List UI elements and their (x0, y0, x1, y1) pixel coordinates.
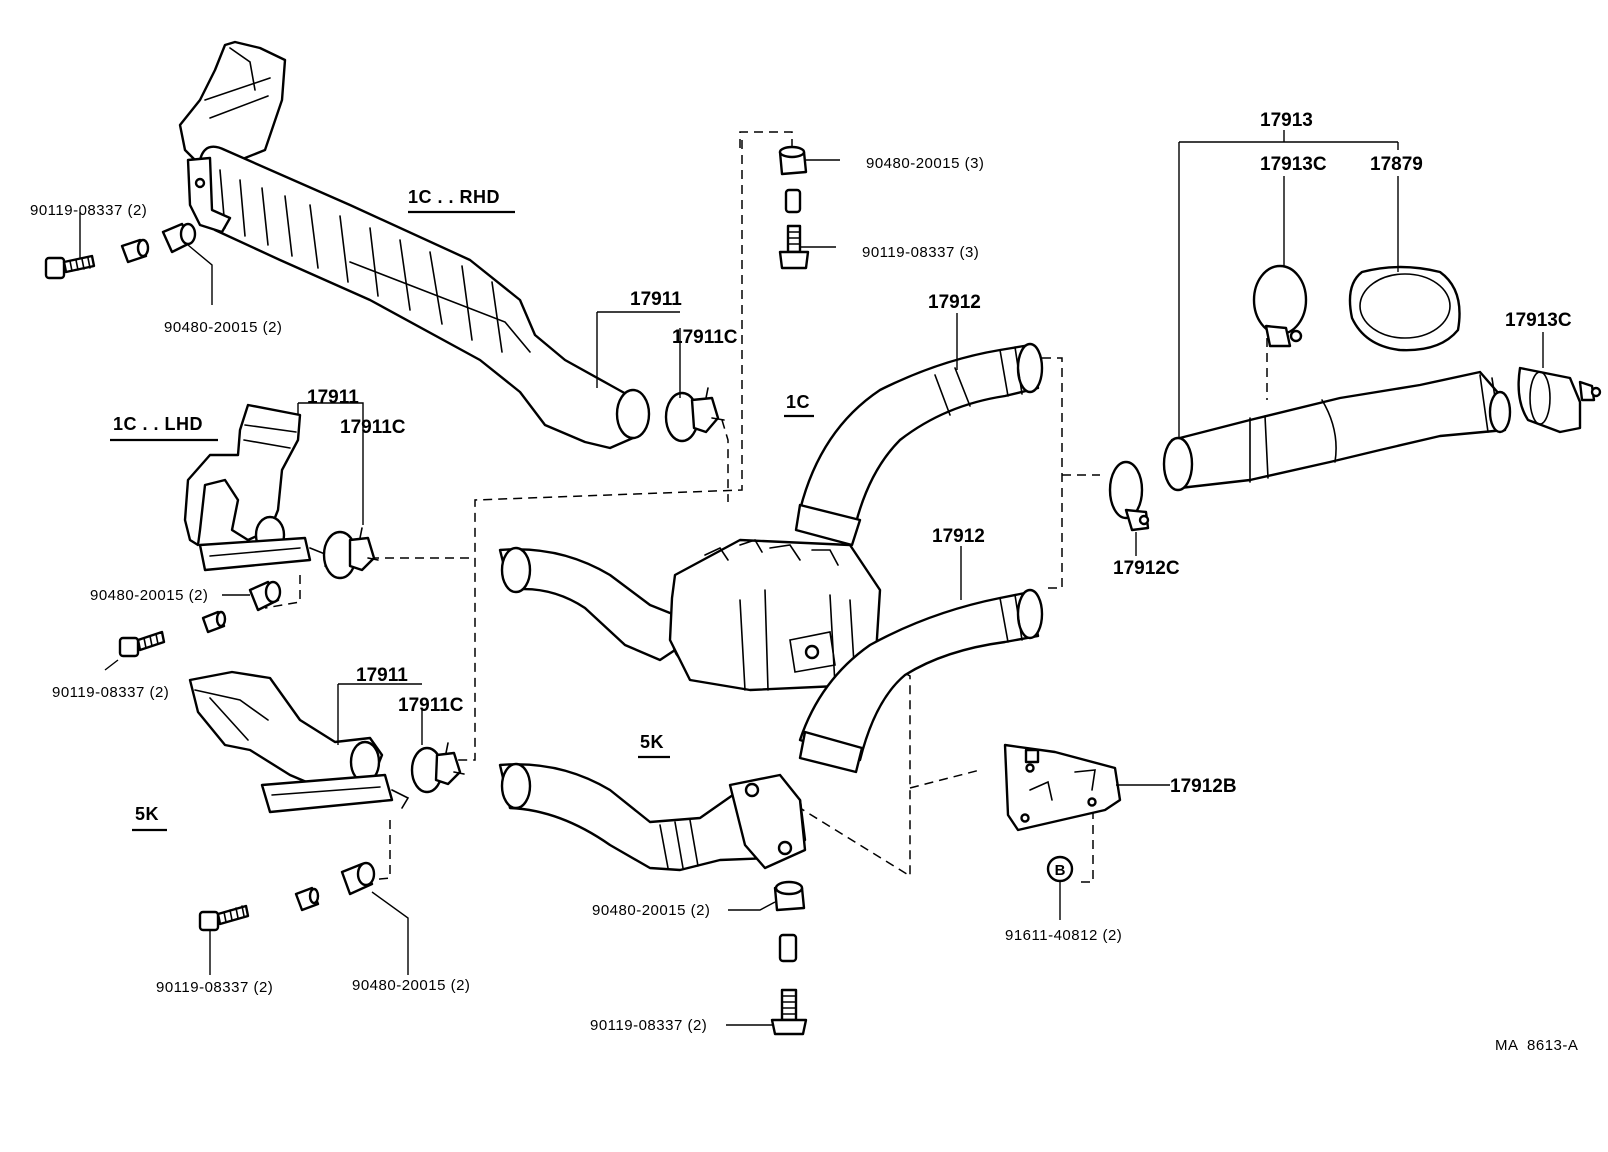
collar-icon (294, 886, 320, 912)
part-label-90119-top-left: 90119-08337 (2) (30, 202, 147, 219)
17913c-right-clamp (1517, 366, 1602, 434)
rhd-air-duct (178, 40, 651, 450)
part-label-90480-5k: 90480-20015 (2) (352, 977, 470, 994)
bolt-icon (198, 904, 250, 932)
part-label-90480-top-center: 90480-20015 (3) (866, 155, 984, 172)
grommet-icon (248, 580, 282, 612)
17912b-bracket (1003, 743, 1170, 832)
collar-icon (120, 238, 150, 264)
variant-label-1c-center: 1C (786, 392, 810, 412)
collar-icon (784, 188, 802, 214)
5k-left-air-duct (188, 670, 423, 814)
variant-label-5k-center: 5K (640, 732, 664, 752)
rhd-fasteners (44, 212, 213, 305)
5k-left-fasteners (198, 861, 409, 975)
17912c-hose-clamp (1108, 460, 1150, 556)
part-label-17912-lower: 17912 (932, 526, 985, 547)
17913-leaders (1178, 130, 1544, 438)
grommet-icon (773, 880, 806, 912)
part-label-91611: 91611-40812 (2) (1005, 927, 1122, 944)
rhd-hose-clamp (596, 311, 725, 443)
part-label-90119-bottom-center: 90119-08337 (2) (590, 1017, 707, 1034)
lower-17912-hose (798, 588, 1044, 774)
circle-b-label: B (1055, 862, 1066, 879)
reference-code: MA 8613-A (1495, 1037, 1578, 1054)
part-label-17911-5k: 17911 (356, 665, 408, 686)
part-label-17911c-rhd: 17911C (672, 327, 738, 348)
upper-17912-hose (794, 342, 1044, 547)
bottom-center-fasteners (726, 880, 808, 1036)
17879-sleeve (1348, 265, 1461, 352)
17913-hose-assembly (1162, 370, 1512, 492)
part-label-90480-top-left: 90480-20015 (2) (164, 319, 282, 336)
part-label-17911c-lhd: 17911C (340, 417, 406, 438)
part-label-17913c-right: 17913C (1505, 310, 1572, 331)
part-label-17911-rhd: 17911 (630, 289, 682, 310)
lhd-air-duct (183, 402, 364, 572)
part-label-17913c-top: 17913C (1260, 154, 1327, 175)
grommet-icon (161, 222, 197, 254)
part-label-17912-upper: 17912 (928, 292, 981, 313)
part-label-17912b: 17912B (1170, 776, 1237, 797)
center-5k-connector (498, 762, 807, 872)
17913c-top-clamp (1252, 264, 1308, 348)
variant-label-5k-left: 5K (135, 804, 159, 824)
part-label-17913: 17913 (1260, 110, 1313, 131)
part-label-90119-5k: 90119-08337 (2) (156, 979, 273, 996)
17912-leaders (956, 313, 962, 600)
center-1c-connector (498, 538, 882, 692)
part-label-90480-bottom-center: 90480-20015 (2) (592, 902, 710, 919)
lhd-fasteners (104, 580, 282, 671)
bolt-icon (770, 988, 808, 1036)
bolt-icon (118, 630, 166, 658)
part-label-17912c: 17912C (1113, 558, 1180, 579)
5k-left-hose-clamp (410, 742, 465, 794)
lhd-hose-clamp (322, 527, 379, 580)
part-label-17911-lhd: 17911 (307, 387, 359, 408)
part-label-90480-lhd: 90480-20015 (2) (90, 587, 208, 604)
bolt-icon (44, 254, 96, 280)
bolt-icon (778, 224, 810, 270)
part-label-90119-lhd: 90119-08337 (2) (52, 684, 169, 701)
grommet-icon (778, 145, 808, 176)
circle-b-marker: B (1046, 855, 1074, 920)
variant-label-1c-lhd: 1C . . LHD (113, 414, 203, 434)
top-center-fasteners (778, 145, 840, 270)
collar-icon (201, 610, 227, 634)
part-label-17879: 17879 (1370, 154, 1423, 175)
collar-icon (778, 933, 798, 963)
part-label-90119-top-center: 90119-08337 (3) (862, 244, 979, 261)
grommet-icon (340, 861, 376, 896)
variant-label-1c-rhd: 1C . . RHD (408, 187, 500, 207)
part-label-17911c-5k: 17911C (398, 695, 464, 716)
